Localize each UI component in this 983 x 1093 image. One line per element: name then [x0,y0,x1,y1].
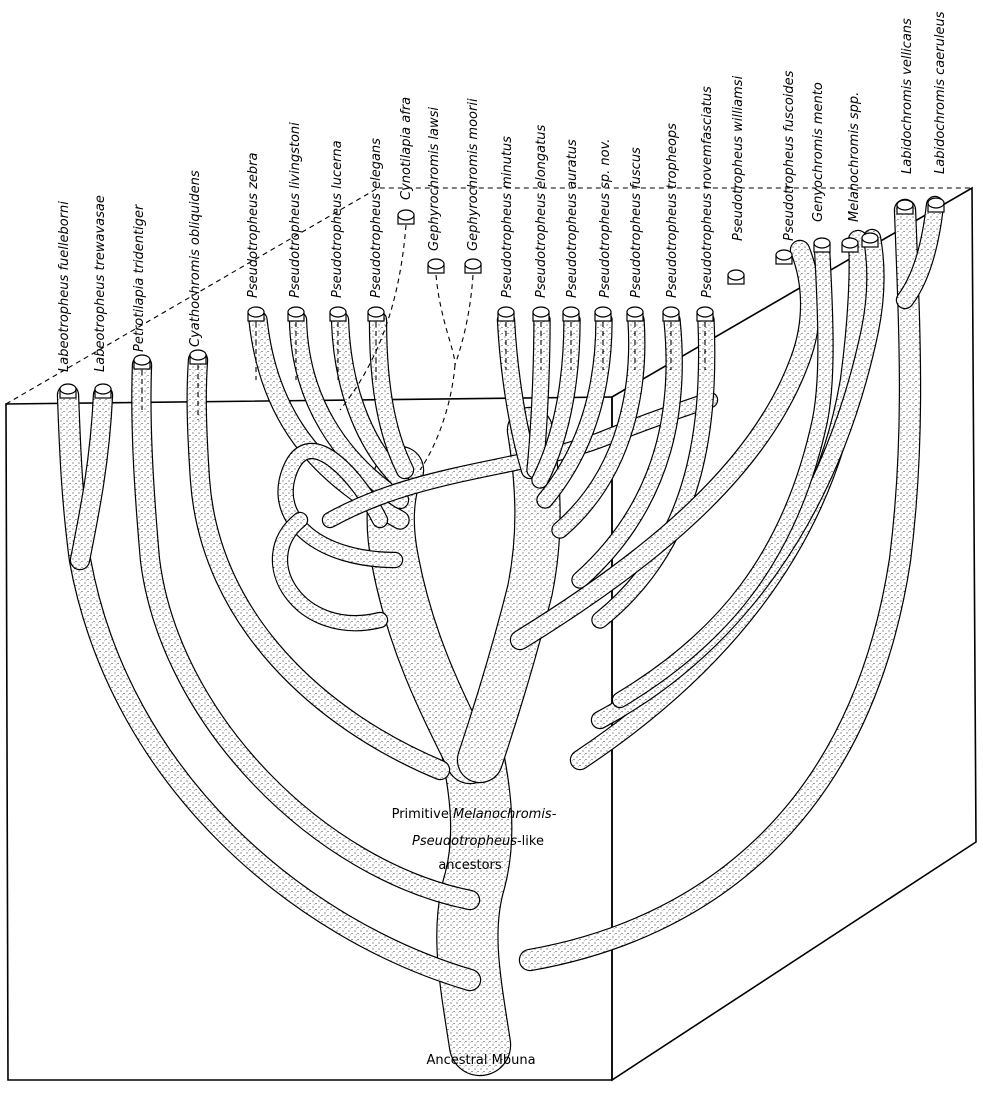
dashed-lineage [455,275,473,365]
root-label: Ancestral Mbuna [426,1053,535,1068]
terminal-cap [928,198,944,208]
taxon-label: Cyathochromis obliquidens [188,170,203,347]
terminal-cap [776,250,792,260]
terminal-cap [697,307,713,317]
taxon-label: Pseudotropheus minutus [500,136,515,298]
terminal-cap [595,307,611,317]
terminal-cap [288,307,304,317]
taxon-label: Cynotilapia afra [399,97,414,200]
terminal-cap [428,259,444,269]
terminal-cap [95,384,111,394]
terminal-cap [842,238,858,248]
right-limb [480,430,538,760]
taxon-label: Pseudotropheus tropheops [665,123,680,298]
taxon-label: Melanochromis spp. [847,92,862,222]
primitive-ancestor-label-line3: ancestors [438,858,502,873]
terminal-cap [897,200,913,210]
taxon-label: Genyochromis mento [811,82,826,222]
taxon-label: Pseudotropheus sp. nov. [598,139,613,298]
terminal-cap [814,238,830,248]
taxon-label: Pseudotropheus fuscus [629,147,644,298]
taxon-label: Pseudotropheus lucerna [330,140,345,298]
dashed-lineage [436,275,455,365]
taxon-label: Pseudotropheus elegans [369,138,384,298]
terminal-cap [627,307,643,317]
terminal-cap [134,355,150,365]
terminal-cap [728,270,744,280]
terminal-cap [368,307,384,317]
labeotropheus-branch [80,395,103,560]
terminal-cap [398,210,414,220]
taxon-label: Labeotropheus trewavasae [93,195,108,372]
taxon-label: Gephyrochromis lawsi [427,107,442,251]
taxon-label: Pseudotropheus elongatus [534,125,549,298]
terminal-cap [498,307,514,317]
terminal-cap [663,307,679,317]
taxon-label: Pseudotropheus novemfasciatus [700,86,715,298]
terminal-cap [60,384,76,394]
terminal-cap [465,259,481,269]
taxon-label: Labidochromis vellicans [900,18,915,174]
taxon-label: Pseudotropheus livingstoni [288,122,303,298]
taxon-label: Pseudotropheus fuscoides [782,70,797,241]
looping-lineage [280,520,380,623]
taxon-label: Labidochromis caeruleus [933,11,948,174]
dashed-lineage [420,365,455,470]
terminal-cap [330,307,346,317]
taxon-label: Pseudotropheus auratus [565,139,580,298]
primitive-ancestor-label: Primitive Melanochromis- [392,807,557,822]
terminal-cap [563,307,579,317]
taxon-label: Gephyrochromis moorii [466,98,481,251]
taxon-label: Pseudotropheus williamsi [731,75,746,241]
taxon-label: Petrotilapia tridentiger [132,203,147,352]
terminal-cap [862,233,878,243]
terminal-cap [190,350,206,360]
terminal-cap [248,307,264,317]
taxon-label: Pseudotropheus zebra [246,152,261,298]
taxon-label: Labeotropheus fuelleborni [57,201,72,372]
primitive-ancestor-label-line2: Pseudotropheus-like [412,834,544,849]
terminal-cap [533,307,549,317]
